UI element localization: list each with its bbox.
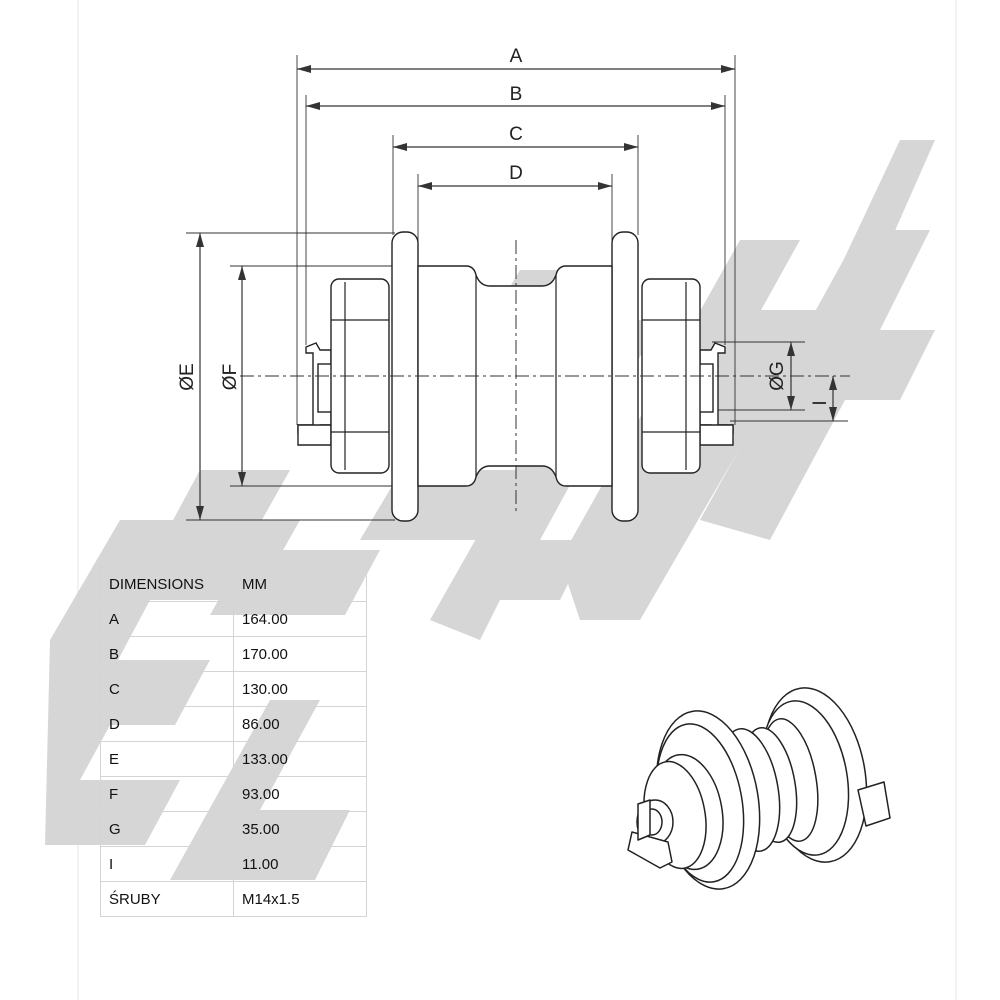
dimension-name-cell: G: [100, 811, 234, 847]
label-d: D: [509, 163, 523, 184]
dimension-value-cell: 133.00: [233, 741, 367, 777]
label-i: I: [810, 400, 831, 405]
dimensions-table: DIMENSIONS MM A 164.00 B 170.00 C 130.00…: [100, 566, 367, 917]
table-row: F 93.00: [100, 776, 367, 812]
table-row: ŚRUBY M14x1.5: [100, 881, 367, 917]
table-row: I 11.00: [100, 846, 367, 882]
dimension-value-cell: 86.00: [233, 706, 367, 742]
dimension-name-cell: I: [100, 846, 234, 882]
dimension-name-cell: D: [100, 706, 234, 742]
dimension-value-cell: 35.00: [233, 811, 367, 847]
table-row: D 86.00: [100, 706, 367, 742]
dimension-name-cell: B: [100, 636, 234, 672]
dimension-value-cell: 11.00: [233, 846, 367, 882]
dimension-name-cell: F: [100, 776, 234, 812]
table-row: C 130.00: [100, 671, 367, 707]
table-row: G 35.00: [100, 811, 367, 847]
label-b: B: [510, 84, 523, 105]
table-header-row: DIMENSIONS MM: [100, 566, 367, 602]
table-row: E 133.00: [100, 741, 367, 777]
dimension-value-cell: 164.00: [233, 601, 367, 637]
table-row: A 164.00: [100, 601, 367, 637]
header-cell-mm: MM: [233, 566, 367, 602]
dimension-name-cell: A: [100, 601, 234, 637]
dimension-value-cell: 130.00: [233, 671, 367, 707]
table-row: B 170.00: [100, 636, 367, 672]
dimension-value-cell: 93.00: [233, 776, 367, 812]
roller-front-view: [240, 231, 850, 522]
dimension-lines: [186, 55, 848, 521]
header-cell-dimensions: DIMENSIONS: [100, 566, 234, 602]
dimension-name-cell: ŚRUBY: [100, 881, 234, 917]
label-c: C: [509, 124, 523, 145]
dimension-value-cell: M14x1.5: [233, 881, 367, 917]
dimension-value-cell: 170.00: [233, 636, 367, 672]
dimension-name-cell: E: [100, 741, 234, 777]
label-a: A: [510, 46, 523, 67]
label-e: ØE: [177, 363, 198, 390]
dimension-name-cell: C: [100, 671, 234, 707]
roller-isometric-view: [627, 687, 891, 890]
label-f: ØF: [220, 364, 241, 390]
